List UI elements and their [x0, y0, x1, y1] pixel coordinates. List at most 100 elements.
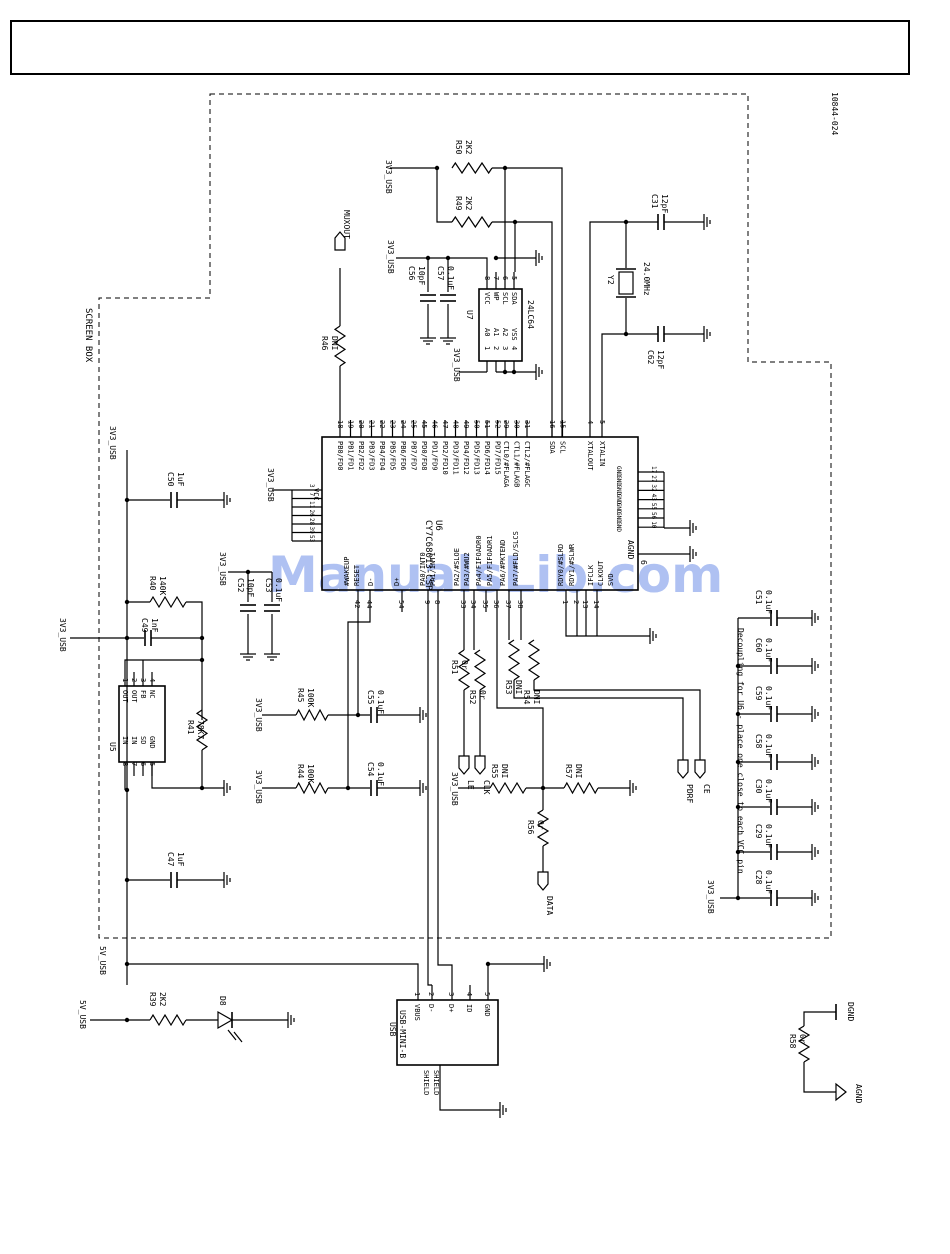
pin-number: 33 [459, 600, 467, 608]
muxout-port: MUXOUT [334, 210, 351, 251]
pin-name: SVD [607, 573, 615, 586]
capacitor-value: 0.1uF [376, 690, 385, 714]
capacitor-ref: C59 [754, 686, 763, 701]
wire [439, 1065, 500, 1111]
u7-ref: U7 [465, 310, 474, 320]
capacitor-ref: C53 [264, 578, 273, 593]
wire [427, 612, 432, 986]
resistor-value: 2K2 [158, 992, 167, 1007]
pin-number: 1 [483, 346, 491, 350]
capacitor-value: 12pF [656, 350, 665, 369]
resistor-ref: R49 [454, 196, 463, 211]
ground-symbol [223, 492, 231, 508]
resistor-value: DNI [532, 690, 541, 705]
capacitor-value: 1uF [176, 472, 185, 487]
junction-dot [199, 635, 205, 641]
pin-number: 44 [365, 600, 373, 608]
net-label-5v: 5V_USB [98, 946, 107, 975]
pin-name: PD6/FD14 [483, 441, 491, 475]
ce-port-label: CE [702, 784, 711, 794]
clk-port-label: CLK [482, 780, 491, 795]
pin-number: 5 [483, 992, 491, 996]
pin-number: 38 [516, 600, 524, 608]
pin-number: 7 [308, 493, 315, 497]
pin-name: RDY0/#SLRD [557, 544, 565, 586]
pin-number: 17 [650, 466, 657, 474]
data-port-label: DATA [545, 896, 554, 915]
wire [515, 221, 553, 437]
pin-number: 9 [423, 600, 431, 604]
pin-number: 26 [308, 510, 315, 518]
resistor-value: 0r [478, 690, 487, 700]
junction-dot [735, 849, 741, 855]
pin-name: VBUS [413, 1004, 421, 1021]
pin-name: PD3/FD11 [452, 441, 460, 475]
net-label-3v3: 3V3_USB [254, 698, 263, 732]
pin-name: PA5/FIFOADR1 [486, 535, 494, 586]
capacitor-value: 12pF [660, 194, 669, 213]
capacitor-value: 0.1uF [764, 590, 773, 614]
wire [496, 612, 544, 788]
net-label-3v3: 3V3_USB [384, 160, 393, 194]
pin-number: 48 [452, 420, 460, 428]
pin-name: FB [139, 690, 147, 698]
u6-chip: U6 CY7C68013-CSP VCC AGND 6 18PB0/FD019P… [291, 420, 665, 612]
net-label-5v: 5V_USB [78, 1000, 87, 1029]
pin-number: 7 [492, 276, 500, 280]
screen-box-label: SCREEN BOX [83, 308, 93, 363]
pin-name: D+ [447, 1004, 455, 1012]
u6-part: CY7C68013-CSP [423, 520, 433, 591]
crystal-ref: Y2 [606, 275, 615, 285]
junction-dot [502, 369, 508, 375]
capacitor-value: 0.1uF [764, 734, 773, 758]
wire [533, 680, 701, 760]
dgnd-label: DGND [846, 1002, 855, 1021]
resistor-value: DNI [500, 764, 509, 779]
junction-dot [623, 331, 629, 337]
pin-name: VSS [510, 328, 518, 341]
resistor-ref: R44 [296, 764, 305, 779]
capacitor-value: 10pF [246, 578, 255, 597]
resistor-ref: R54 [522, 690, 531, 705]
pin-name: PA0/INT0 [419, 552, 427, 586]
led-d8: D8 [217, 996, 243, 1043]
ground-symbol [287, 1012, 295, 1028]
resistor-value: DNI [574, 764, 583, 779]
le-port-label: LE [466, 780, 475, 790]
ground-symbol [811, 890, 819, 906]
capacitor-value: 0.1uF [446, 266, 455, 290]
resistor-ref: R55 [490, 764, 499, 779]
junction-dot [199, 785, 205, 791]
wire [487, 963, 544, 985]
pin-number: 5 [598, 420, 606, 424]
pin-number: 14 [592, 600, 600, 608]
junction-dot [124, 1017, 130, 1023]
watermark-text: ManualsLib.com [268, 546, 723, 604]
title-block [10, 20, 910, 75]
screen-box-outline [98, 93, 832, 939]
pin-name: GND [615, 484, 622, 495]
pin-number: 27 [650, 475, 657, 483]
junction-dot [735, 759, 741, 765]
ground-symbol [629, 780, 637, 796]
wire [565, 612, 650, 637]
capacitor-value: 0.1uF [764, 779, 773, 803]
u6-agnd-label: AGND [626, 540, 635, 559]
pin-number: 21 [368, 420, 376, 428]
pin-number: 43 [650, 494, 657, 502]
pin-name: PB0/FD0 [336, 441, 344, 471]
pin-number: 8 [483, 276, 491, 280]
usb-shield-1: SHIELD [422, 1070, 430, 1095]
pin-name: D- [367, 578, 375, 586]
pin-name: GND [615, 521, 622, 532]
resistor-value: 78K7 [196, 720, 205, 739]
capacitor-ref: C51 [754, 590, 763, 605]
pin-name: PB5/FD5 [389, 441, 397, 471]
